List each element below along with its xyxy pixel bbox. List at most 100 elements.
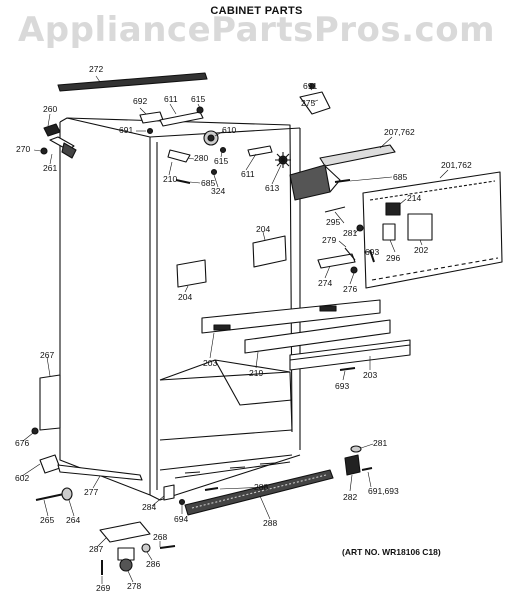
label-691-b: 691 — [119, 125, 133, 135]
part-615-screw-top — [196, 106, 204, 114]
part-281-washer — [350, 445, 362, 453]
label-693-a: 693 — [365, 247, 379, 257]
label-204-a: 204 — [256, 224, 270, 234]
label-610: 610 — [222, 125, 236, 135]
label-275: 275 — [301, 98, 315, 108]
label-202: 202 — [414, 245, 428, 255]
label-279: 279 — [322, 235, 336, 245]
part-693-screw-rail — [339, 367, 356, 371]
label-278: 278 — [127, 581, 141, 591]
part-203-rail-front — [201, 299, 381, 334]
label-288-a: 288 — [254, 482, 268, 492]
part-691-screw-top — [308, 82, 316, 90]
part-611-bracket-top — [159, 111, 204, 127]
part-685-screw-left — [175, 179, 191, 184]
label-201-762: 201,762 — [441, 160, 472, 170]
label-691-a: 691 — [303, 81, 317, 91]
part-267-side-panel — [39, 374, 61, 431]
part-286-nut — [141, 543, 151, 553]
art-number: (ART NO. WR18106 C18) — [342, 547, 441, 557]
label-615-b: 615 — [214, 156, 228, 166]
label-264: 264 — [66, 515, 80, 525]
part-labels: 272 691 275 692 611 615 260 691 610 207,… — [15, 64, 472, 593]
label-324: 324 — [211, 186, 225, 196]
label-685-a: 685 — [201, 178, 215, 188]
label-691-693: 691,693 — [368, 486, 399, 496]
part-694-screw — [178, 498, 186, 506]
part-219-rail — [244, 319, 391, 354]
label-268: 268 — [153, 532, 167, 542]
label-286: 286 — [146, 559, 160, 569]
part-615-screw — [219, 146, 227, 154]
part-288-clip — [204, 487, 219, 491]
part-602-bracket — [39, 454, 61, 474]
part-275-bracket — [299, 91, 331, 115]
label-611-a: 611 — [164, 94, 178, 104]
part-282-hinge — [344, 454, 361, 476]
label-611-b: 611 — [241, 169, 255, 179]
label-287: 287 — [89, 544, 103, 554]
part-274-hinge-bracket — [317, 253, 356, 269]
label-270: 270 — [16, 144, 30, 154]
label-203-a: 203 — [203, 358, 217, 368]
label-276: 276 — [343, 284, 357, 294]
leader-lines — [21, 75, 449, 584]
label-615-a: 615 — [191, 94, 205, 104]
label-260: 260 — [43, 104, 57, 114]
label-204-b: 204 — [178, 292, 192, 302]
label-203-b: 203 — [363, 370, 377, 380]
part-611-bracket — [247, 145, 273, 157]
cabinet-body — [59, 117, 301, 501]
part-264-roller — [61, 487, 73, 501]
label-281-a: 281 — [343, 228, 357, 238]
label-694: 694 — [174, 514, 188, 524]
label-269: 269 — [96, 583, 110, 593]
label-676: 676 — [15, 438, 29, 448]
part-685-screw-right — [334, 179, 351, 183]
part-288-grille — [184, 469, 334, 516]
part-296-relay — [382, 223, 396, 241]
label-692: 692 — [133, 96, 147, 106]
part-204-bracket-left — [176, 259, 207, 288]
label-693-b: 693 — [335, 381, 349, 391]
part-324-plug — [210, 168, 218, 176]
label-261: 261 — [43, 163, 57, 173]
label-265: 265 — [40, 515, 54, 525]
part-691-693-screws — [361, 467, 373, 471]
label-219: 219 — [249, 368, 263, 378]
part-265-axle — [35, 493, 65, 501]
label-277: 277 — [84, 487, 98, 497]
label-267: 267 — [40, 350, 54, 360]
part-268-screw — [159, 545, 176, 549]
part-691-screw-mid — [146, 127, 154, 135]
part-287-plate — [99, 521, 151, 543]
part-201-control-panel — [362, 171, 503, 289]
part-613-fan-blade — [275, 152, 291, 168]
part-203-rail-lower — [289, 339, 411, 371]
diagram-title: CABINET PARTS — [210, 5, 303, 17]
watermark: AppliancePartsPros.com — [17, 10, 495, 50]
part-284-bracket — [163, 484, 175, 501]
part-276-pin — [350, 266, 358, 274]
part-207-control-housing — [289, 144, 396, 201]
label-274: 274 — [318, 278, 332, 288]
part-279-cam — [344, 247, 356, 261]
part-272-top-trim — [57, 72, 208, 92]
part-676-screw — [31, 427, 39, 435]
label-280: 280 — [194, 153, 208, 163]
label-272: 272 — [89, 64, 103, 74]
label-602: 602 — [15, 473, 29, 483]
part-610-fan-motor — [203, 130, 219, 146]
label-281-b: 281 — [373, 438, 387, 448]
label-288-b: 288 — [263, 518, 277, 528]
part-202-module — [407, 213, 433, 241]
label-210: 210 — [163, 174, 177, 184]
label-207-762: 207,762 — [384, 127, 415, 137]
label-295: 295 — [326, 217, 340, 227]
part-214-switch — [385, 202, 401, 216]
label-685-b: 685 — [393, 172, 407, 182]
part-204-bracket-right — [252, 235, 287, 268]
part-260-top-hinge — [43, 123, 77, 159]
label-613: 613 — [265, 183, 279, 193]
